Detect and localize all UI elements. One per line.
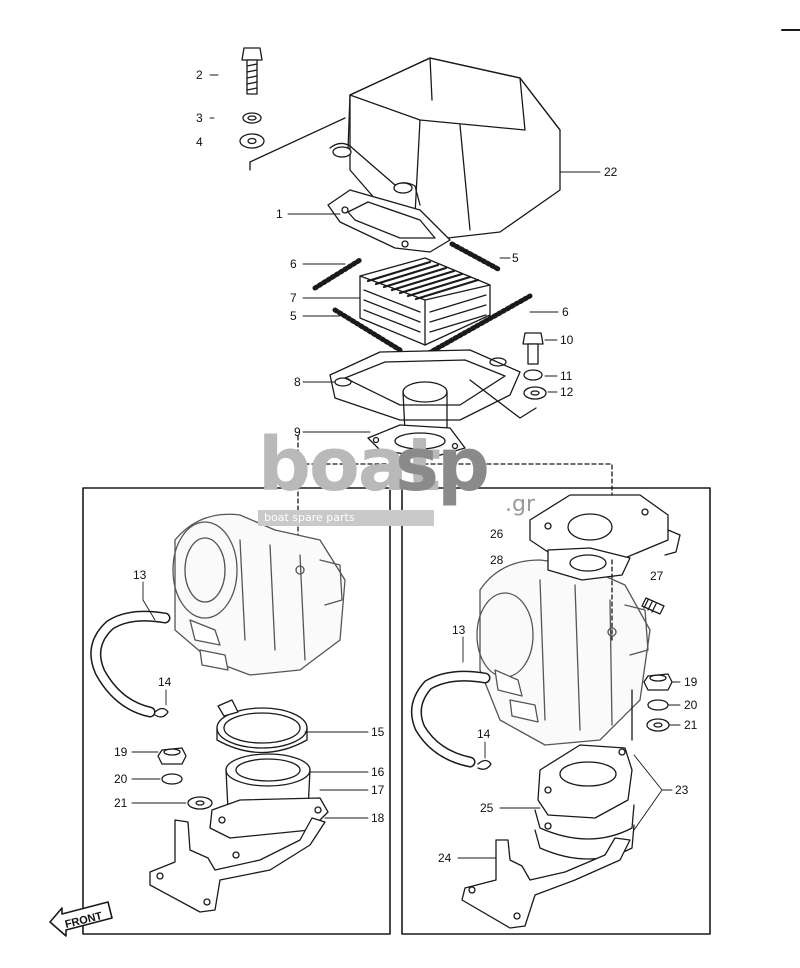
nut-part-19-right — [643, 673, 673, 691]
seal-part-5-upper — [449, 241, 503, 273]
callout-20: 20 — [114, 772, 128, 786]
lock-washer-part-3 — [242, 112, 262, 124]
callout-20: 20 — [684, 698, 698, 712]
gasket-part-1 — [327, 189, 451, 253]
carburetor-right — [476, 559, 651, 746]
watermark-tagline: boat spare parts — [258, 510, 434, 526]
nut-part-19-left — [157, 747, 187, 765]
lock-washer-part-20-left — [161, 773, 183, 785]
callout-17: 17 — [371, 783, 385, 797]
callout-10: 10 — [560, 333, 574, 347]
callout-19: 19 — [684, 675, 698, 689]
air-cleaner-cover-part-22 — [329, 57, 561, 241]
hose-clip-part-14-left — [154, 707, 169, 718]
callout-21: 21 — [114, 796, 128, 810]
bracket-part-18 — [149, 817, 326, 913]
callout-leader-lines — [131, 74, 681, 859]
seal-part-6-lower — [417, 293, 533, 361]
bracket-part-24 — [461, 837, 631, 929]
callout-11: 11 — [560, 369, 573, 383]
callout-9: 9 — [294, 425, 301, 439]
callout-16: 16 — [371, 765, 385, 779]
vent-hose-part-13-left — [90, 610, 171, 718]
callout-6: 6 — [562, 305, 569, 319]
callout-8: 8 — [294, 375, 301, 389]
callout-15: 15 — [371, 725, 385, 739]
callout-7: 7 — [290, 291, 297, 305]
callout-2: 2 — [196, 68, 203, 82]
callout-6: 6 — [290, 257, 297, 271]
bolt-part-10 — [522, 332, 544, 365]
callout-21: 21 — [684, 718, 698, 732]
callout-28: 28 — [490, 553, 504, 567]
callout-1: 1 — [276, 207, 283, 221]
callout-24: 24 — [438, 851, 452, 865]
flat-washer-part-12 — [523, 386, 547, 400]
right-assembly-frame — [401, 487, 711, 935]
callout-12: 12 — [560, 385, 574, 399]
gasket-part-26 — [529, 494, 681, 561]
callout-22: 22 — [604, 165, 618, 179]
bolt-part-2 — [241, 47, 263, 95]
seal-part-5-lower — [332, 307, 403, 353]
vent-hose-part-13-right — [410, 670, 491, 768]
callout-4: 4 — [196, 135, 203, 149]
spacer-plate-part-28 — [547, 547, 631, 581]
flat-washer-part-21-left — [187, 796, 213, 810]
callout-23: 23 — [675, 783, 689, 797]
callout-18: 18 — [371, 811, 385, 825]
callout-13: 13 — [452, 623, 466, 637]
leader-line — [469, 379, 537, 419]
callout-14: 14 — [477, 727, 491, 741]
callout-13: 13 — [133, 568, 147, 582]
left-assembly-frame — [82, 487, 391, 935]
callout-labels: 2 3 4 22 1 6 5 7 5 6 10 8 11 12 9 26 28 … — [114, 68, 698, 865]
callout-27: 27 — [650, 569, 664, 583]
watermark-brand-right: sp — [395, 422, 490, 508]
callout-5: 5 — [512, 251, 519, 265]
carb-holder-part-25 — [534, 804, 635, 860]
lock-washer-part-20-right — [647, 699, 669, 711]
callout-25: 25 — [480, 801, 494, 815]
callout-19: 19 — [114, 745, 128, 759]
callout-5: 5 — [290, 309, 297, 323]
watermark-brand-left: boat — [258, 422, 441, 508]
filter-element-part-7 — [359, 257, 491, 346]
carburetor-left — [172, 513, 346, 676]
hose-clamp-part-15 — [216, 699, 308, 754]
carb-holder-part-23 — [537, 744, 633, 819]
hose-clip-part-14-right — [477, 759, 492, 770]
callout-26: 26 — [490, 527, 504, 541]
flat-washer-part-21-right — [646, 718, 670, 732]
front-direction-arrow: FRONT — [49, 901, 113, 937]
flat-washer-part-4 — [239, 133, 265, 149]
watermark-tld: .gr — [505, 492, 536, 517]
lock-washer-part-11 — [523, 369, 543, 381]
callout-3: 3 — [196, 111, 203, 125]
air-cleaner-base-part-8 — [329, 349, 521, 438]
callout-14: 14 — [158, 675, 172, 689]
seal-part-6-upper — [312, 257, 363, 291]
screw-part-27 — [641, 597, 665, 615]
leader-line — [249, 117, 346, 171]
gasket-part-9 — [367, 424, 466, 459]
